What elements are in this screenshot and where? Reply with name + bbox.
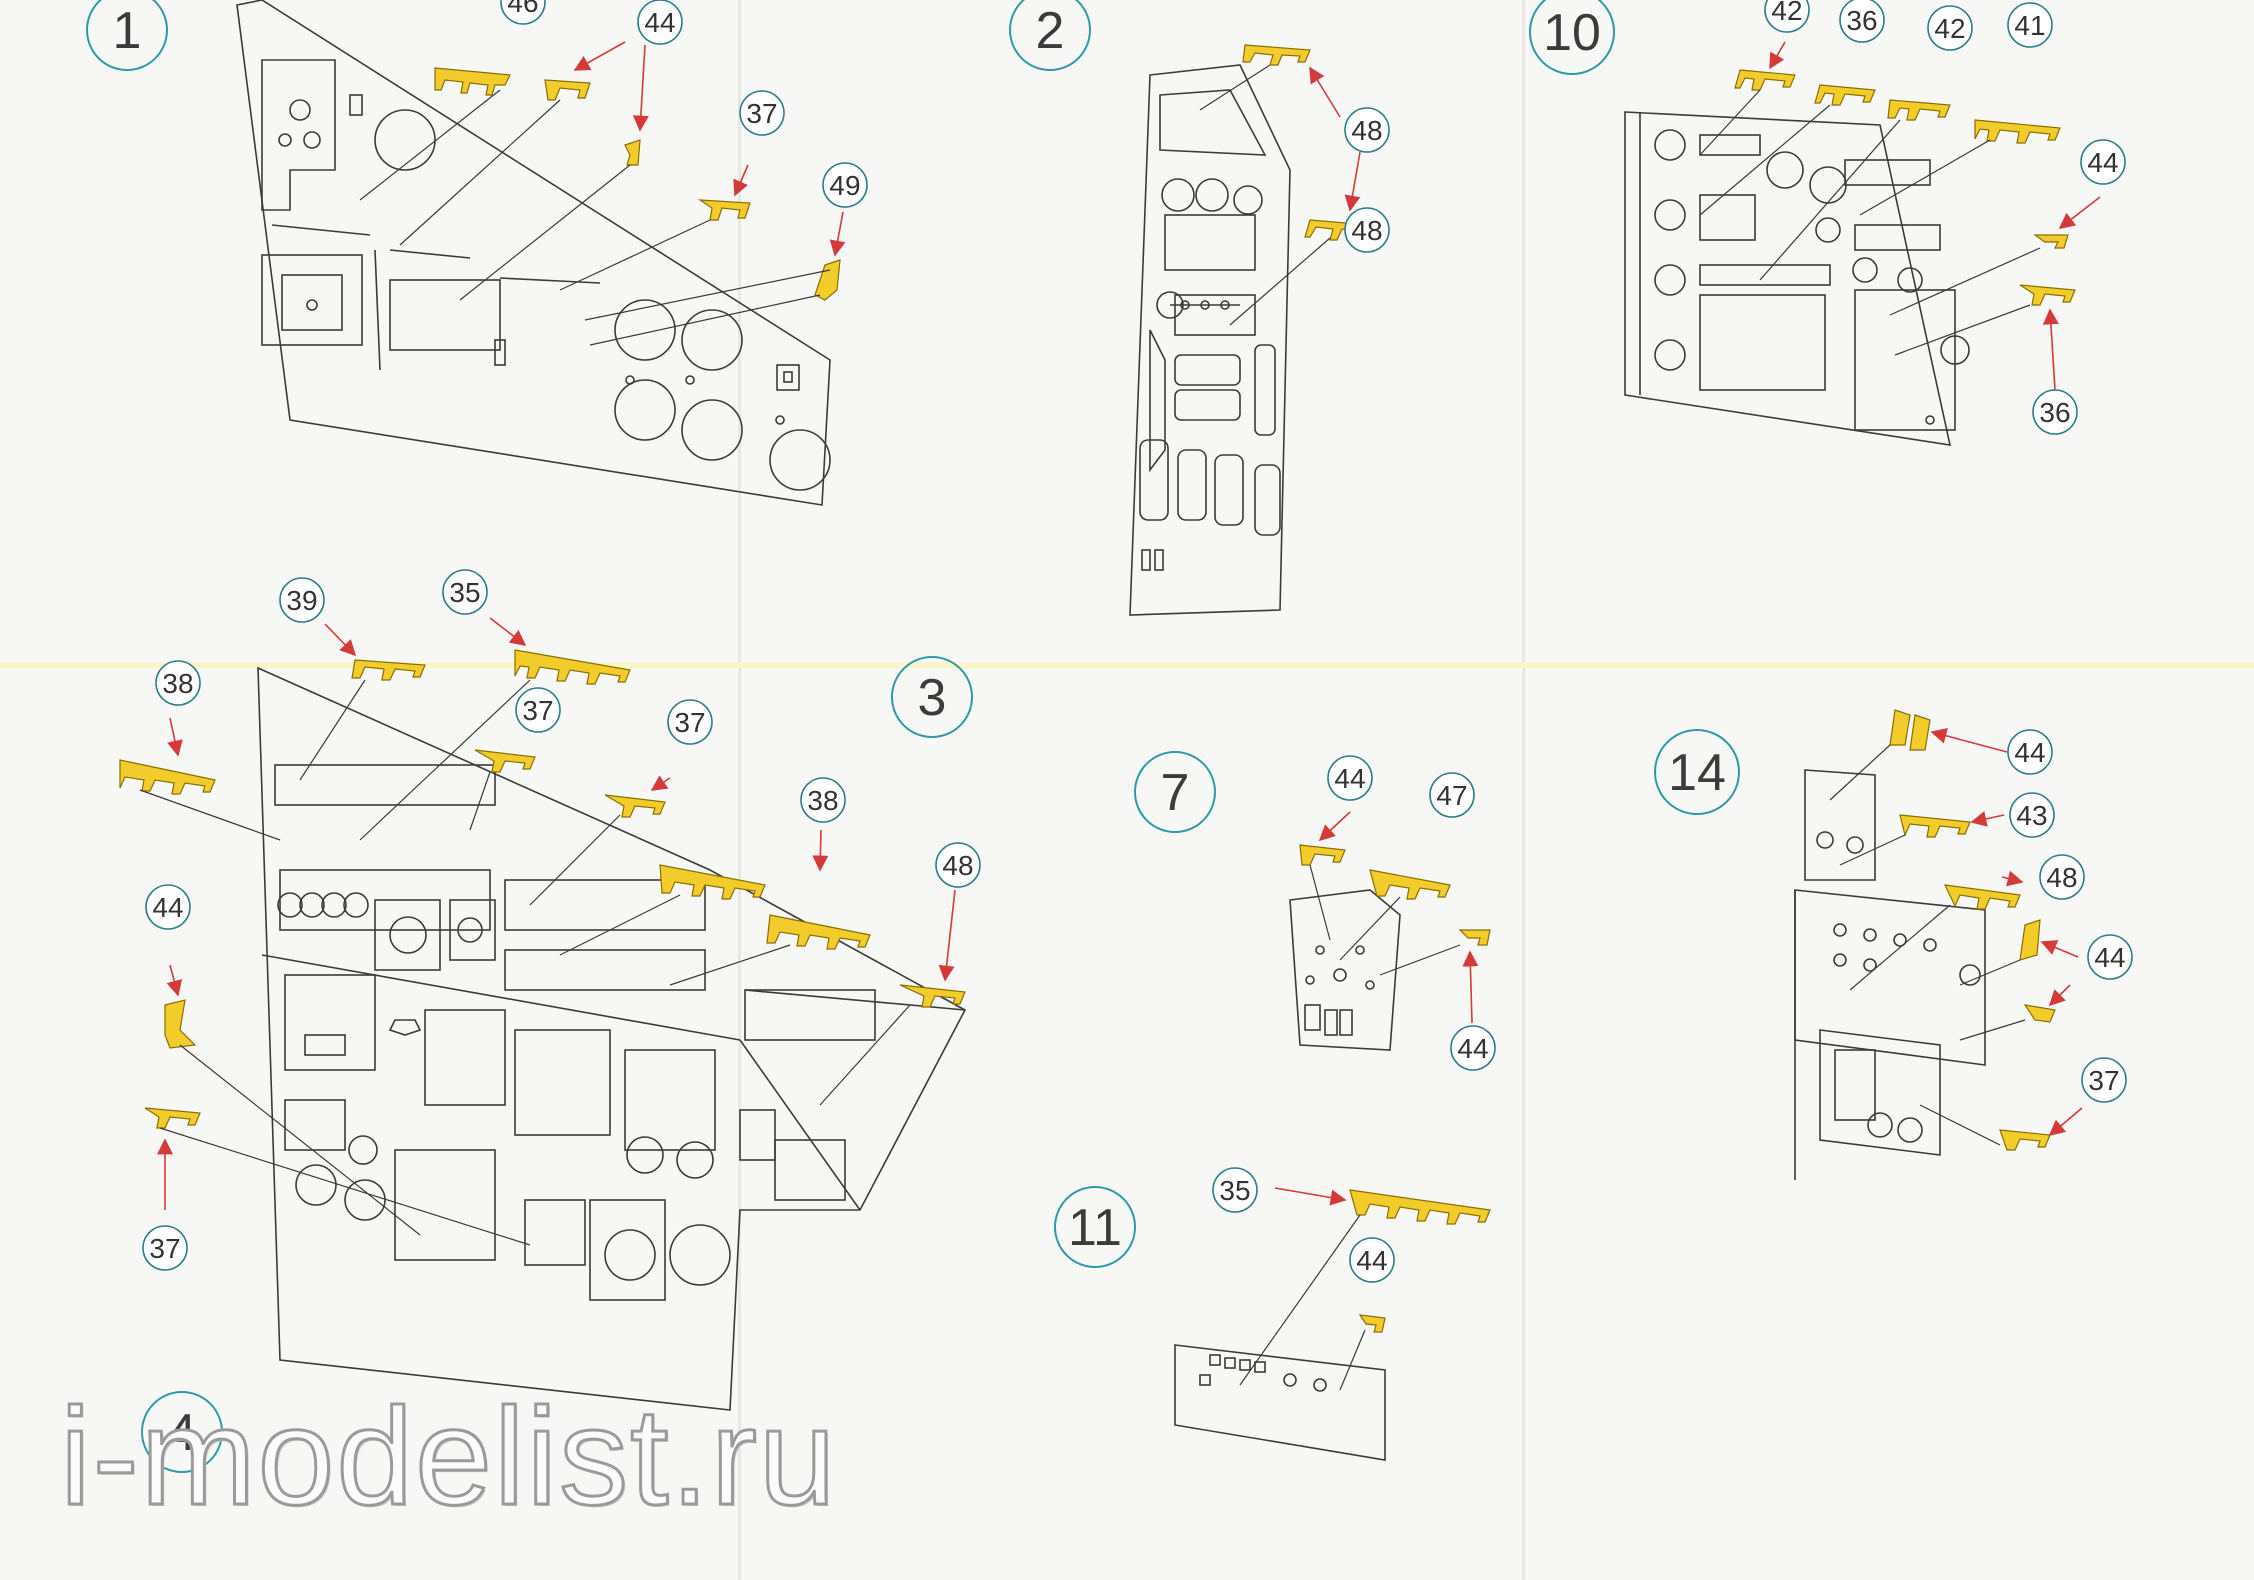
fold-line-right [1522, 0, 1525, 1580]
callout-47: 47 [1436, 780, 1467, 811]
step-7-ring [1134, 751, 1216, 833]
callout-48: 48 [2046, 862, 2077, 893]
callout-37: 37 [522, 695, 553, 726]
step-4-label: 4 [168, 1404, 197, 1462]
leader-lines [139, 64, 2041, 1391]
panel-3-4 [257, 666, 967, 1411]
callout-37: 37 [674, 707, 705, 738]
panel-14 [1794, 769, 1986, 1180]
callout-42: 42 [1771, 0, 1802, 26]
step-1-label: 1 [113, 2, 142, 60]
panel-1 [236, 0, 831, 506]
step-11-ring [1054, 1186, 1136, 1268]
fold-band [0, 662, 2254, 668]
panel-7 [1289, 889, 1401, 1051]
etch-parts [119, 44, 2076, 1333]
callout-36: 36 [2039, 397, 2070, 428]
fold-line-left [738, 0, 741, 1580]
callout-44: 44 [2087, 147, 2118, 178]
step-10-ring [1529, 0, 1615, 75]
callout-35: 35 [1219, 1175, 1250, 1206]
step-14-ring [1654, 729, 1740, 815]
arrows [157, 41, 2101, 1210]
callout-44: 44 [2094, 942, 2125, 973]
callout-44: 44 [1356, 1245, 1387, 1276]
callout-44: 44 [2014, 737, 2045, 768]
step-2-label: 2 [1036, 2, 1065, 60]
step-4-ring [141, 1391, 223, 1473]
panel-11 [1174, 1344, 1386, 1461]
step-11-label: 11 [1068, 1199, 1122, 1257]
callout-46: 46 [507, 0, 538, 18]
callout-48: 48 [1351, 215, 1382, 246]
callout-39: 39 [286, 585, 317, 616]
panel-2 [1129, 64, 1291, 616]
callout-44: 44 [1334, 763, 1365, 794]
callout-38: 38 [807, 785, 838, 816]
watermark-text: i-modelist.ru [59, 1379, 838, 1536]
callout-43: 43 [2016, 800, 2047, 831]
step-3-label: 3 [918, 669, 947, 727]
step-10-label: 10 [1543, 4, 1601, 62]
callout-38: 38 [162, 668, 193, 699]
callout-37: 37 [2088, 1065, 2119, 1096]
step-14-label: 14 [1668, 744, 1726, 802]
callout-44: 44 [644, 7, 675, 38]
callout-44: 44 [152, 892, 183, 923]
step-1-ring [86, 0, 168, 71]
callout-35: 35 [449, 577, 480, 608]
panel-10 [1624, 111, 1970, 446]
step-2-ring [1009, 0, 1091, 71]
callout-48: 48 [1351, 115, 1382, 146]
callout-37: 37 [746, 98, 777, 129]
callout-44: 44 [1457, 1033, 1488, 1064]
step-7-label: 7 [1161, 764, 1190, 822]
callout-36: 36 [1846, 5, 1877, 36]
callout-41: 41 [2014, 10, 2045, 41]
callout-37: 37 [149, 1233, 180, 1264]
callout-48: 48 [942, 850, 973, 881]
step-3-ring [891, 656, 973, 738]
callout-42: 42 [1934, 13, 1965, 44]
callout-rings [142, 0, 2133, 1283]
step-circles [86, 0, 1740, 1473]
callout-49: 49 [829, 170, 860, 201]
